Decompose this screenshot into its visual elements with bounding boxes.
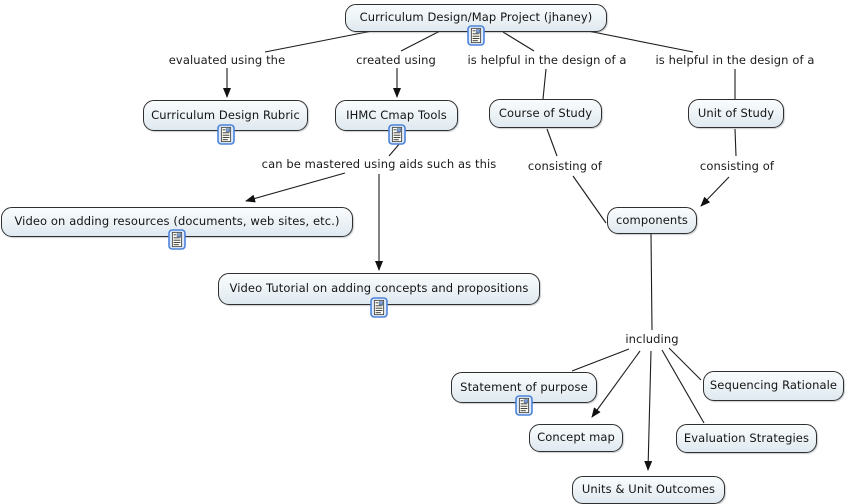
concept-course-of-study[interactable]: Course of Study: [489, 99, 602, 128]
concept-label: Statement of purpose: [460, 379, 588, 394]
connection-arrow: [245, 172, 346, 203]
connection-line: [668, 347, 702, 381]
connection-line: [546, 128, 558, 157]
concept-label: Units & Unit Outcomes: [581, 482, 716, 497]
concept-label: components: [615, 212, 689, 227]
resource-document-icon[interactable]: [467, 25, 485, 46]
connection-line: [502, 31, 535, 52]
linking-phrase-created-using[interactable]: created using: [354, 53, 438, 67]
resource-document-icon[interactable]: [515, 395, 533, 416]
connection-line: [572, 175, 607, 224]
connection-line: [264, 30, 373, 53]
concept-components[interactable]: components: [607, 207, 697, 234]
concept-label: Unit of Study: [697, 105, 775, 120]
connection-line: [587, 30, 694, 53]
resource-document-icon[interactable]: [388, 124, 406, 145]
resource-document-icon[interactable]: [168, 229, 186, 250]
concept-label: Course of Study: [498, 105, 593, 120]
linking-phrase-evaluated-using-the[interactable]: evaluated using the: [166, 53, 288, 67]
concept-concept-map[interactable]: Concept map: [529, 424, 623, 452]
concept-video-tutorial-concepts-propositions[interactable]: Video Tutorial on adding concepts and pr…: [218, 273, 540, 305]
concept-label: Evaluation Strategies: [683, 430, 810, 445]
connection-arrow: [644, 350, 653, 471]
linking-phrase-can-be-mastered-using-aids[interactable]: can be mastered using aids such as this: [259, 157, 499, 171]
concept-label: IHMC Cmap Tools: [346, 107, 447, 122]
connection-line: [400, 30, 441, 52]
resource-document-icon[interactable]: [370, 297, 388, 318]
linking-phrase-is-helpful-in-the-design-of-a-2[interactable]: is helpful in the design of a: [653, 53, 817, 67]
concept-label: Curriculum Design Rubric: [151, 107, 300, 122]
concept-label: Video Tutorial on adding concepts and pr…: [229, 281, 529, 296]
connection-line: [542, 68, 547, 100]
concept-evaluation-strategies[interactable]: Evaluation Strategies: [676, 424, 817, 453]
connection-line: [650, 233, 653, 331]
connection-arrow: [591, 350, 641, 418]
connection-line: [661, 349, 705, 424]
concept-label: Video on adding resources (documents, we…: [14, 214, 340, 229]
connection-line: [734, 128, 737, 157]
connection-arrow: [700, 176, 730, 207]
concept-label: Concept map: [537, 430, 615, 445]
concept-units-and-unit-outcomes[interactable]: Units & Unit Outcomes: [572, 476, 725, 504]
concept-label: Curriculum Design/Map Project (jhaney): [359, 10, 593, 25]
linking-phrase-is-helpful-in-the-design-of-a-1[interactable]: is helpful in the design of a: [465, 53, 629, 67]
linking-phrase-consisting-of-2[interactable]: consisting of: [697, 159, 777, 173]
concept-unit-of-study[interactable]: Unit of Study: [688, 99, 784, 128]
connection-line: [571, 348, 630, 372]
concept-sequencing-rationale[interactable]: Sequencing Rationale: [703, 371, 844, 401]
linking-phrase-including[interactable]: including: [623, 332, 681, 346]
resource-document-icon[interactable]: [217, 124, 235, 145]
concept-label: Sequencing Rationale: [709, 378, 838, 393]
linking-phrase-consisting-of-1[interactable]: consisting of: [525, 159, 605, 173]
